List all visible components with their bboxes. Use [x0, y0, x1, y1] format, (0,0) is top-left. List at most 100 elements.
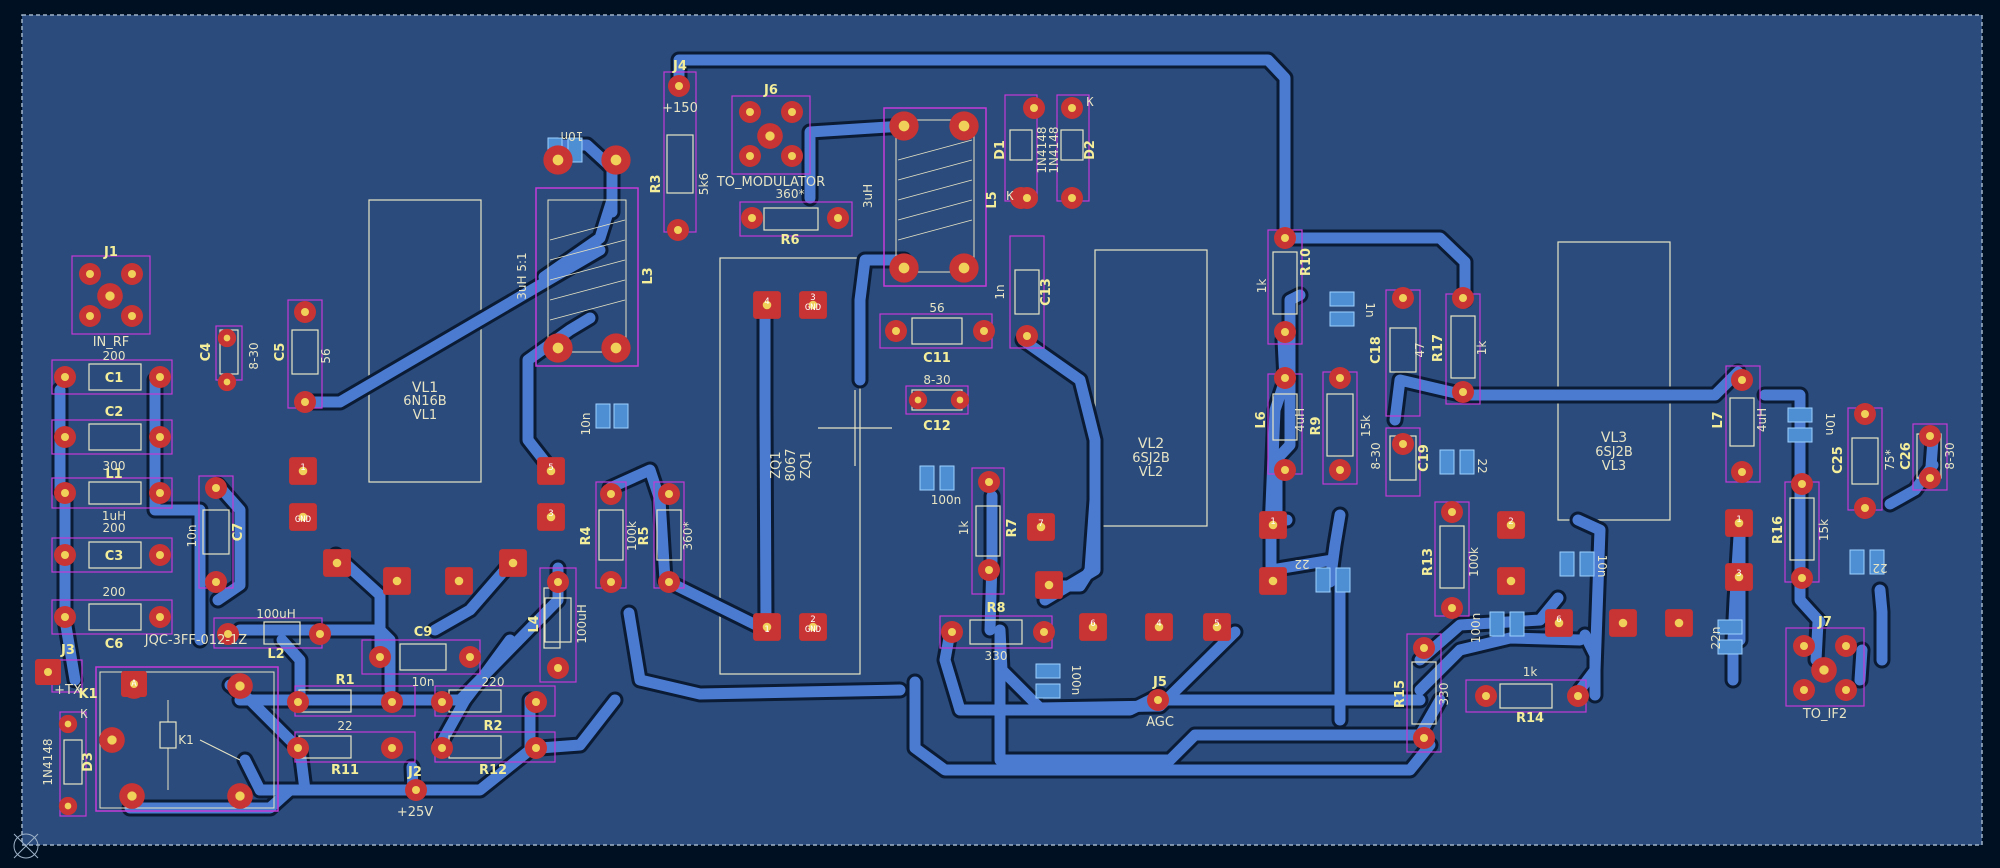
val-d1: 1N4148 — [1035, 126, 1049, 173]
tube-vl2-ref-fab: VL2 — [1139, 465, 1163, 480]
pad-label-3-vl1: 3 — [548, 509, 553, 519]
origin-marker — [13, 833, 39, 859]
pad-label-k-d1: K — [1006, 189, 1014, 203]
ref-l1: L1 — [105, 467, 122, 482]
ref-r7: R7 — [1005, 518, 1020, 537]
ref-c18: C18 — [1369, 336, 1384, 364]
val-c14: 100n — [931, 493, 962, 507]
val-l7: 4uH — [1755, 408, 1769, 432]
ref-c25: C25 — [1831, 446, 1846, 474]
connector-j4-ref: J4 — [672, 59, 687, 74]
ref-r15: R15 — [1393, 680, 1408, 708]
pad-label-3-zq1: 3 — [810, 293, 815, 303]
tube-vl2-ref: VL2 — [1138, 436, 1164, 452]
relay-k1-frame — [95, 666, 279, 812]
val-r2: 220 — [482, 675, 505, 689]
crystal-zq1-type: 8067 — [784, 448, 799, 481]
val-c21: 10n — [1595, 555, 1609, 578]
ref-r16: R16 — [1771, 516, 1786, 544]
val-c15: 100n — [1069, 665, 1083, 696]
connector-j5-label: AGC — [1146, 715, 1174, 730]
ref-c5: C5 — [273, 343, 288, 362]
ref-c13: C13 — [1039, 278, 1054, 306]
val-r17: 1k — [1475, 341, 1489, 356]
val-r5: 360* — [681, 522, 695, 551]
pad-label-4-vl2: 4 — [1156, 619, 1161, 629]
val-c26: 8-30 — [1943, 442, 1957, 469]
connector-j6-label: TO_MODULATOR — [716, 175, 825, 190]
ref-d1: D1 — [993, 140, 1008, 160]
ref-c3: C3 — [105, 549, 124, 564]
val-r16: 15k — [1817, 519, 1831, 541]
val-l3: 3uH 5:1 — [515, 252, 529, 299]
ref-c2: C2 — [105, 405, 124, 420]
component-bodies — [63, 129, 1942, 785]
val-l6: 4uH — [1293, 408, 1307, 432]
connector-j2-label: +25V — [397, 805, 433, 820]
val-d2: 1N4148 — [1047, 126, 1061, 173]
val-c2: 300 — [103, 459, 126, 473]
ref-c6: C6 — [105, 637, 124, 652]
connector-j3-label: +TX — [54, 683, 82, 698]
ref-l7: L7 — [1711, 411, 1726, 428]
pad-label-2-zq1: 2 — [810, 615, 815, 625]
ref-c1: C1 — [105, 371, 124, 386]
crystal-zq1-ref: ZQ1 — [769, 451, 784, 478]
ref-d3: D3 — [81, 752, 96, 772]
pad-label-2-vl3: 2 — [1508, 517, 1513, 527]
ref-r13: R13 — [1421, 548, 1436, 576]
pad-label-5-vl2: 5 — [1214, 619, 1219, 629]
ref-c11: C11 — [923, 351, 951, 366]
ref-r11: R11 — [331, 763, 359, 778]
connector-j4-label: +150 — [662, 101, 698, 116]
pad-label-6-vl2: 6 — [1090, 619, 1095, 629]
val-r8: 330 — [985, 649, 1008, 663]
ref-c19: C19 — [1417, 444, 1432, 472]
connector-j7-label: TO_IF2 — [1802, 707, 1847, 722]
val-c12: 8-30 — [923, 373, 950, 387]
val-d3: 1N4148 — [41, 738, 55, 785]
val-c3: 200 — [103, 521, 126, 535]
ref-l4: L4 — [527, 615, 542, 632]
tube-vl3-ref-fab: VL3 — [1602, 459, 1626, 474]
ref-c4: C4 — [199, 343, 214, 362]
ref-r1: R1 — [335, 673, 354, 688]
val-r3: 5k6 — [697, 173, 711, 195]
val-c25: 75* — [1883, 449, 1897, 470]
pad-label-1-vl3: 1 — [1736, 515, 1741, 525]
val-c18: 47 — [1413, 342, 1427, 357]
connector-j3-ref: J3 — [60, 643, 75, 658]
pad-label-gnd-zq1-top: GND — [805, 303, 821, 313]
ref-r5: R5 — [637, 526, 652, 545]
pad-label-gnd-vl1: GND — [295, 515, 311, 525]
pad-label-1-vl2: 1 — [1270, 517, 1275, 527]
crystal-zq1-ref-fab: ZQ1 — [799, 451, 814, 478]
val-r14: 1k — [1523, 665, 1538, 679]
connector-j2-ref: J2 — [407, 765, 422, 780]
ref-l6: L6 — [1254, 411, 1269, 428]
ref-d2: D2 — [1083, 140, 1098, 160]
tube-vl2-type: 6SJ2B — [1132, 451, 1170, 466]
inductor-frames — [535, 107, 987, 367]
val-c20: 22 — [1475, 458, 1489, 473]
relay-k1-part: JQC-3FF-012-1Z — [144, 633, 248, 648]
val-r6: 360* — [776, 187, 805, 201]
ref-r2: R2 — [483, 719, 502, 734]
pad-label-k-d2: K — [1086, 95, 1094, 109]
tube-outlines — [368, 199, 1671, 675]
ref-r10: R10 — [1299, 248, 1314, 276]
val-r13: 100k — [1467, 547, 1481, 577]
ref-r6: R6 — [780, 233, 799, 248]
val-c17: 1n — [1363, 302, 1377, 317]
pad-label-1-zq1: 1 — [764, 625, 769, 635]
val-c8: 10n — [561, 129, 584, 143]
val-l4: 100uH — [575, 604, 589, 644]
val-r7: 1k — [957, 521, 971, 536]
val-c27: 22 — [1872, 561, 1887, 575]
tube-vl1-ref-fab: VL1 — [413, 408, 437, 423]
val-c23: 22n — [1709, 627, 1723, 650]
connector-j1-ref: J1 — [103, 245, 118, 260]
connector-j5-ref: J5 — [1152, 675, 1167, 690]
ref-l2: L2 — [267, 647, 284, 662]
